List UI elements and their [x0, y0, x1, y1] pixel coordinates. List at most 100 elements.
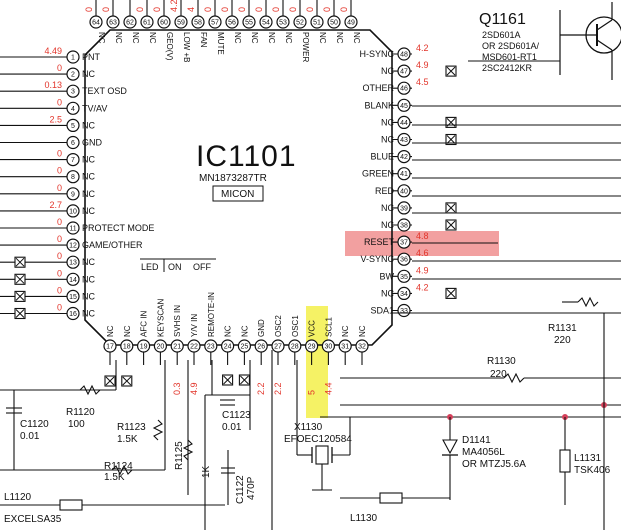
- d1141-val: MA4056L: [462, 447, 505, 458]
- r1123-val: 1.5K: [117, 434, 138, 445]
- nc-terminal-cross: [240, 375, 249, 385]
- pin-circle: [397, 64, 411, 78]
- pin-label: NC: [240, 325, 249, 337]
- pin-label: NC: [267, 32, 276, 44]
- pin-number: 25: [241, 344, 249, 351]
- c1123-val: 0.01: [222, 422, 242, 433]
- ic-title: IC1101: [196, 140, 297, 173]
- pin-label: NC: [224, 325, 233, 337]
- pin-circle: [174, 15, 188, 29]
- pin-label: NC: [131, 32, 140, 44]
- pin-circle: [66, 238, 80, 252]
- pin-label: POWER: [301, 32, 310, 62]
- pin-circle: [66, 221, 80, 235]
- pin-label: NC: [82, 69, 95, 79]
- l1120-ref: L1120: [4, 492, 32, 503]
- pin-number: 53: [279, 20, 287, 27]
- r1130-val: 220: [490, 369, 507, 380]
- nc-terminal-cross: [446, 289, 456, 298]
- pin-number: 51: [313, 20, 321, 27]
- pin-voltage: 0: [254, 7, 264, 12]
- pin-number: 3: [71, 89, 75, 96]
- pin-circle: [66, 306, 80, 321]
- r1131-ref: R1131: [548, 323, 577, 334]
- pin-number: 63: [109, 20, 117, 27]
- pin-voltage: 0: [57, 234, 62, 244]
- c1123-ref: C1123: [222, 410, 251, 421]
- pin-circle: [66, 101, 80, 115]
- pin-number: 62: [126, 20, 134, 27]
- pin-number: 40: [400, 188, 408, 195]
- pin-number: 28: [291, 344, 299, 351]
- pin-circle: [397, 286, 411, 300]
- r1131-val: 220: [554, 335, 571, 346]
- pin-label: OSC1: [291, 315, 300, 337]
- pin-circle: [66, 84, 80, 98]
- pin-voltage: 4.9: [189, 382, 199, 395]
- r1k-val: 1K: [201, 465, 212, 478]
- pin-number: 41: [400, 171, 408, 178]
- pin-number: 47: [400, 69, 408, 76]
- pin-label: GAME/OTHER: [82, 240, 143, 250]
- x1130-ref: X1130: [294, 422, 323, 433]
- pin-circle: [344, 15, 358, 29]
- pin-number: 2: [71, 72, 75, 79]
- pin-number: 32: [358, 344, 366, 351]
- nc-terminal-cross: [15, 292, 25, 301]
- pin-circle: [397, 201, 411, 215]
- pin-number: 10: [69, 208, 77, 215]
- r1120-ref: R1120: [66, 407, 95, 418]
- pin-number: 42: [400, 154, 408, 161]
- pin-number: 4: [71, 106, 75, 113]
- pin-label: NC: [123, 325, 132, 337]
- pin-circle: [225, 15, 239, 29]
- pin-circle: [140, 15, 154, 29]
- pin-number: 64: [92, 20, 100, 27]
- q-alt3: MSD601-RT1: [482, 52, 537, 62]
- c1120-val: 0.01: [20, 431, 40, 442]
- pin-label: NC: [358, 325, 367, 337]
- pin-voltage: 0: [57, 217, 62, 227]
- d1141-ref: D1141: [462, 435, 491, 446]
- pin-circle: [66, 272, 80, 286]
- pin-label: OTHER: [363, 83, 395, 93]
- pin-number: 27: [274, 344, 282, 351]
- pin-circle: [66, 255, 80, 269]
- pin-label: NC: [82, 120, 95, 130]
- pin-voltage: 0: [57, 149, 62, 159]
- pin-circle: [338, 339, 352, 353]
- pin-number: 39: [400, 205, 408, 212]
- pin-voltage: 0: [57, 251, 62, 261]
- pin-number: 37: [400, 240, 408, 247]
- pin-circle: [327, 15, 341, 29]
- pin-label: NC: [148, 32, 157, 44]
- pin-label: NC: [82, 291, 95, 301]
- pin-label: NC: [82, 309, 95, 319]
- pin-voltage: 4.8: [416, 231, 429, 241]
- pin-number: 52: [296, 20, 304, 27]
- pin-voltage: 4.9: [416, 265, 429, 275]
- pin-number: 17: [106, 344, 114, 351]
- c1122-ref: C1122: [235, 475, 246, 504]
- pin-number: 1: [71, 55, 75, 62]
- pin-circle: [293, 15, 307, 29]
- nc-terminal-cross: [15, 309, 25, 318]
- pin-number: 16: [69, 311, 77, 318]
- pin-number: 60: [160, 20, 168, 27]
- pin-circle: [397, 115, 411, 130]
- l1130-ref: L1130: [350, 513, 378, 524]
- pin-voltage: 0: [135, 7, 145, 12]
- pin-circle: [397, 252, 411, 266]
- pin-voltage: 0.3: [172, 382, 182, 395]
- pin-circle: [310, 15, 324, 29]
- pin-voltage: 4: [186, 7, 196, 12]
- ic-body: [84, 29, 393, 346]
- pin-circle: [66, 204, 80, 218]
- pin-label: FAN: [199, 32, 208, 48]
- pin-number: 35: [400, 274, 408, 281]
- pin-voltage: 0: [57, 97, 62, 107]
- q-alt2: OR 2SD601A/: [482, 41, 540, 51]
- nc-terminal-cross: [15, 257, 25, 267]
- c1122-val: 470P: [246, 476, 257, 500]
- pin-label: GND: [82, 138, 103, 148]
